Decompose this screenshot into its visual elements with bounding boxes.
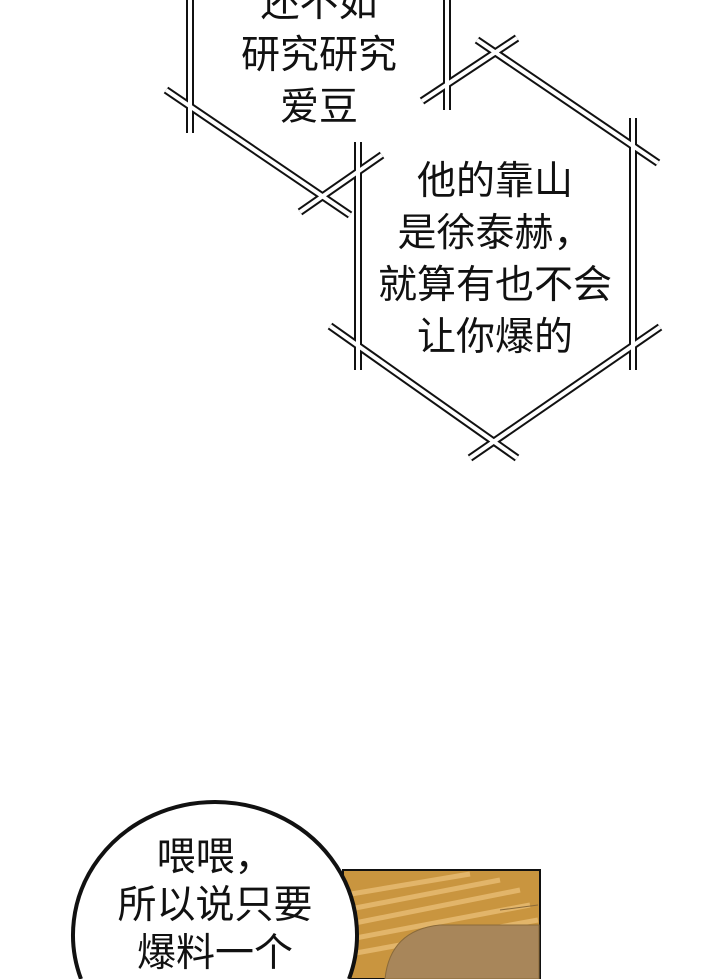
frame-line [298,153,384,214]
hexagon-frames [163,0,663,462]
hex-right-text: 他的靠山 是徐泰赫， 就算有也不会 让你爆的 [378,156,612,364]
hex-top-text: 还不如 研究研究 爱豆 [241,0,397,134]
speech-bubble [71,800,359,979]
frame-line [475,38,660,165]
text-line: 喂喂， [156,835,274,880]
text-line: 所以说只要 [117,883,313,928]
art-panel [342,869,541,979]
text-line: 还不如 [260,0,378,26]
frame-line [468,325,662,460]
speech-text: 喂喂， 所以说只要 爆料一个 [117,834,312,978]
text-line: 爱豆 [279,85,359,130]
text-line: 让你爆的 [416,315,574,360]
text-line: 爆料一个 [136,931,294,976]
text-line: 就算有也不会 [377,263,613,308]
frame-line [420,36,519,103]
text-line: 是徐泰赫， [397,211,593,256]
text-line: 研究研究 [240,33,398,78]
text-line: 他的靠山 [416,159,574,204]
frame-line [164,88,352,217]
frame-line [328,324,519,460]
